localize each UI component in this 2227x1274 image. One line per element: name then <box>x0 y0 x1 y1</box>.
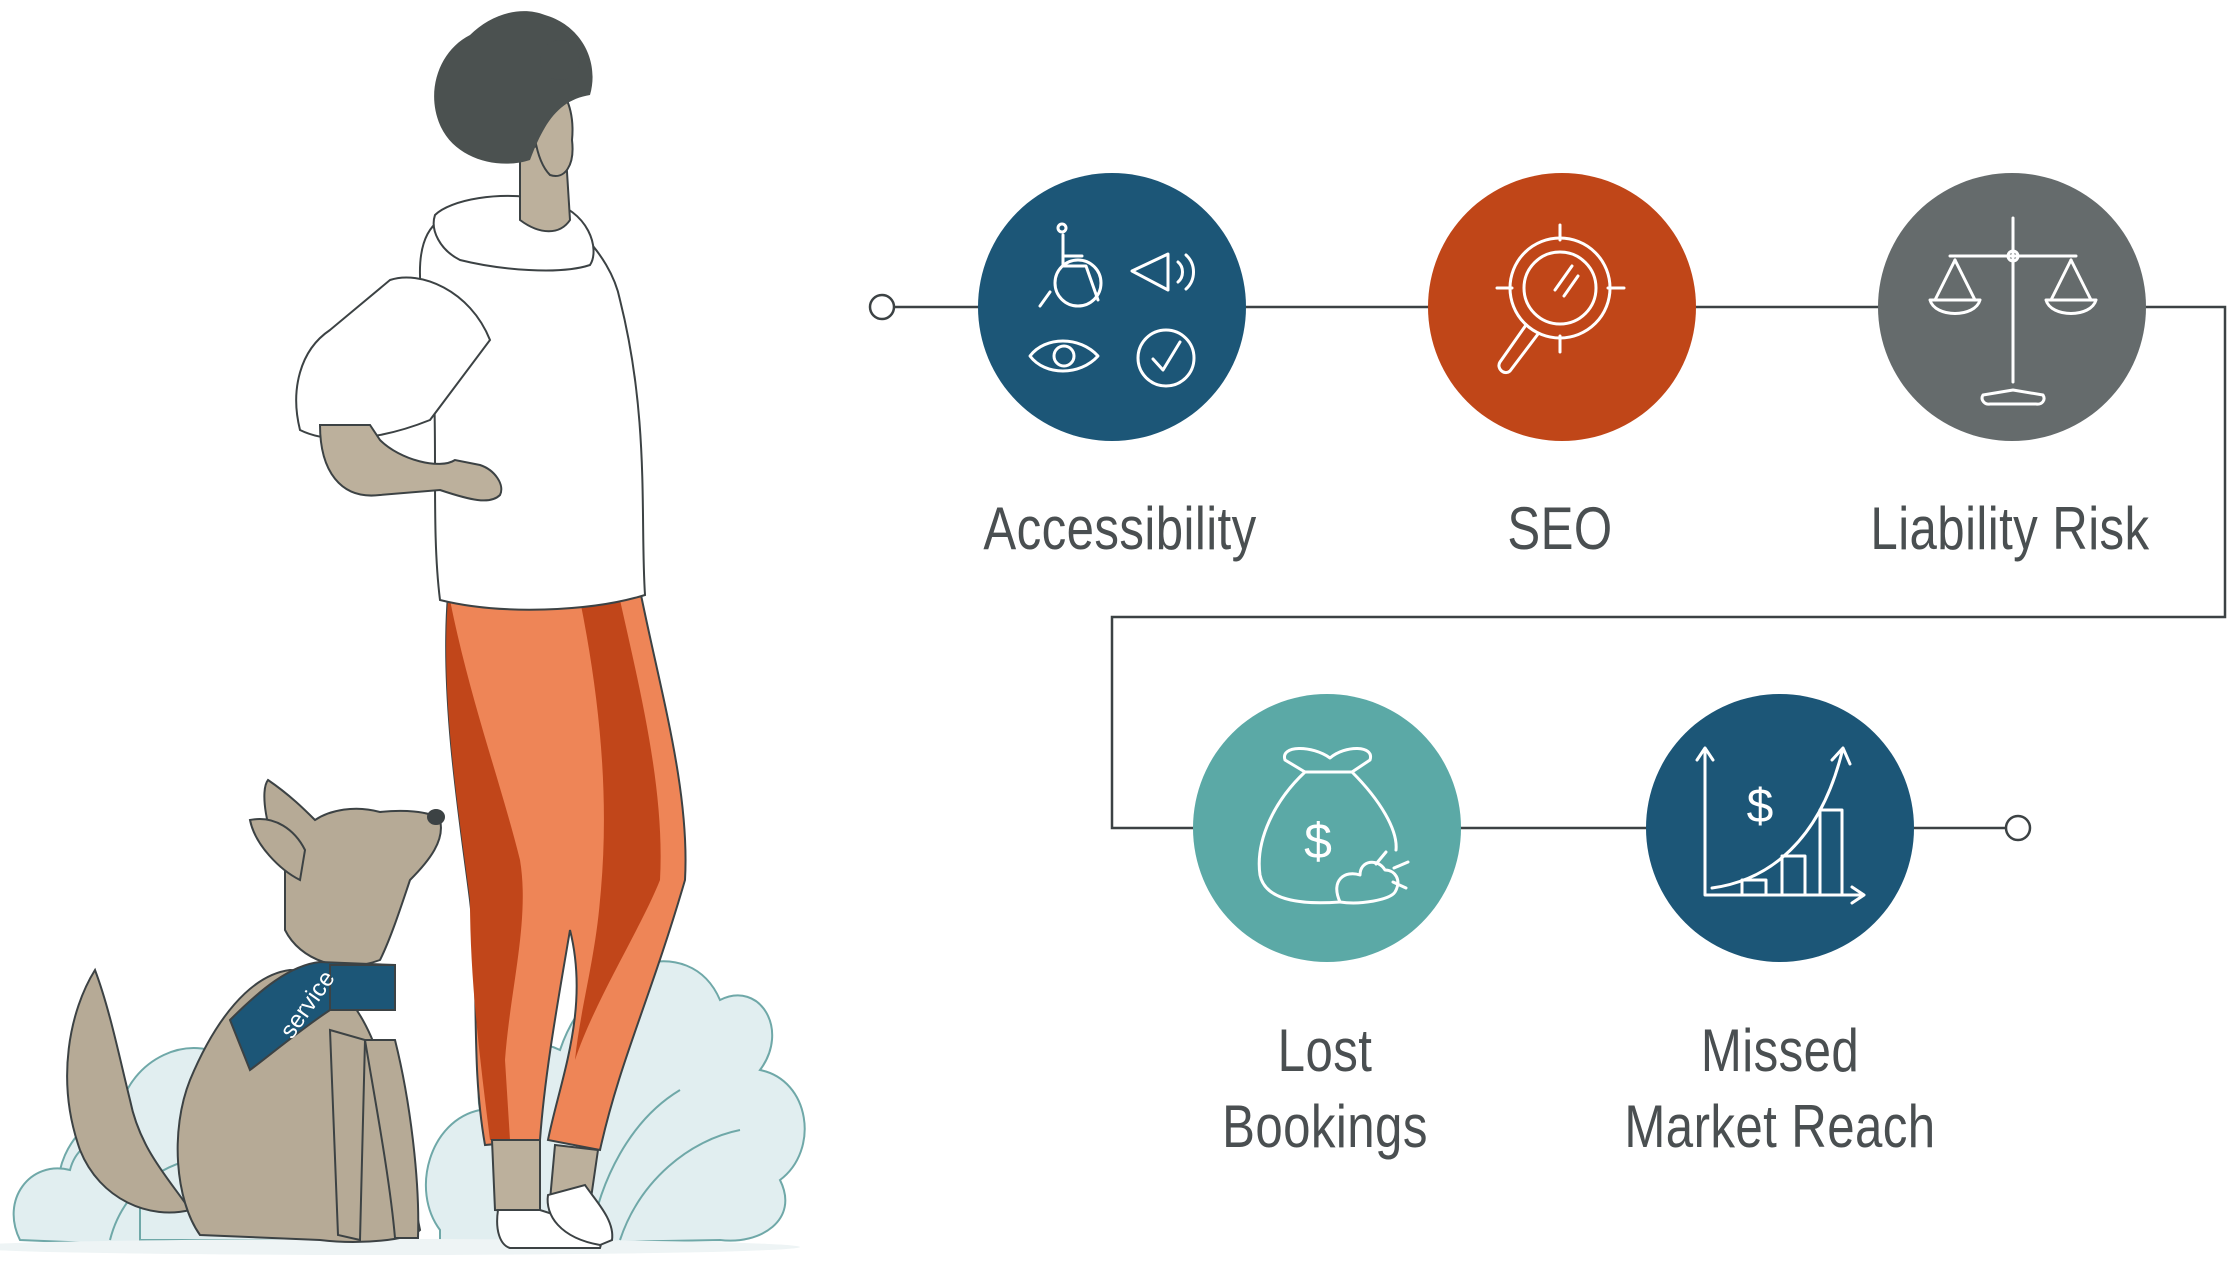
node-circle-missed-market <box>1646 694 1914 962</box>
speaker-icon <box>1130 252 1195 292</box>
growth-chart-icon: $ <box>1695 746 1866 905</box>
person-head <box>434 11 593 233</box>
eye-icon <box>1028 339 1100 373</box>
node-circle-accessibility <box>978 173 1246 441</box>
wheelchair-icon <box>1038 222 1103 308</box>
person-with-service-dog-illustration: service <box>0 11 806 1255</box>
svg-text:$: $ <box>1747 780 1774 833</box>
end-node-dot <box>2004 814 2032 842</box>
label-seo: SEO <box>1507 495 1613 562</box>
scales-icon <box>1928 216 2098 406</box>
label-missed-market-reach: Missed Market Reach <box>1624 1017 1936 1160</box>
magnifier-target-icon <box>1495 223 1626 375</box>
service-dog <box>66 778 445 1243</box>
start-node-dot <box>868 293 896 321</box>
label-lost-bookings: Lost Bookings <box>1222 1017 1428 1160</box>
svg-text:$: $ <box>1304 813 1332 869</box>
node-circle-seo <box>1428 173 1696 441</box>
label-liability-risk: Liability Risk <box>1870 495 2150 562</box>
label-accessibility: Accessibility <box>983 495 1257 562</box>
money-bag-icon: $ <box>1257 747 1410 905</box>
person-legs <box>445 588 687 1249</box>
checkmark-circle-icon <box>1136 328 1196 388</box>
accessibility-icons <box>1028 222 1196 388</box>
person-torso <box>295 194 647 611</box>
